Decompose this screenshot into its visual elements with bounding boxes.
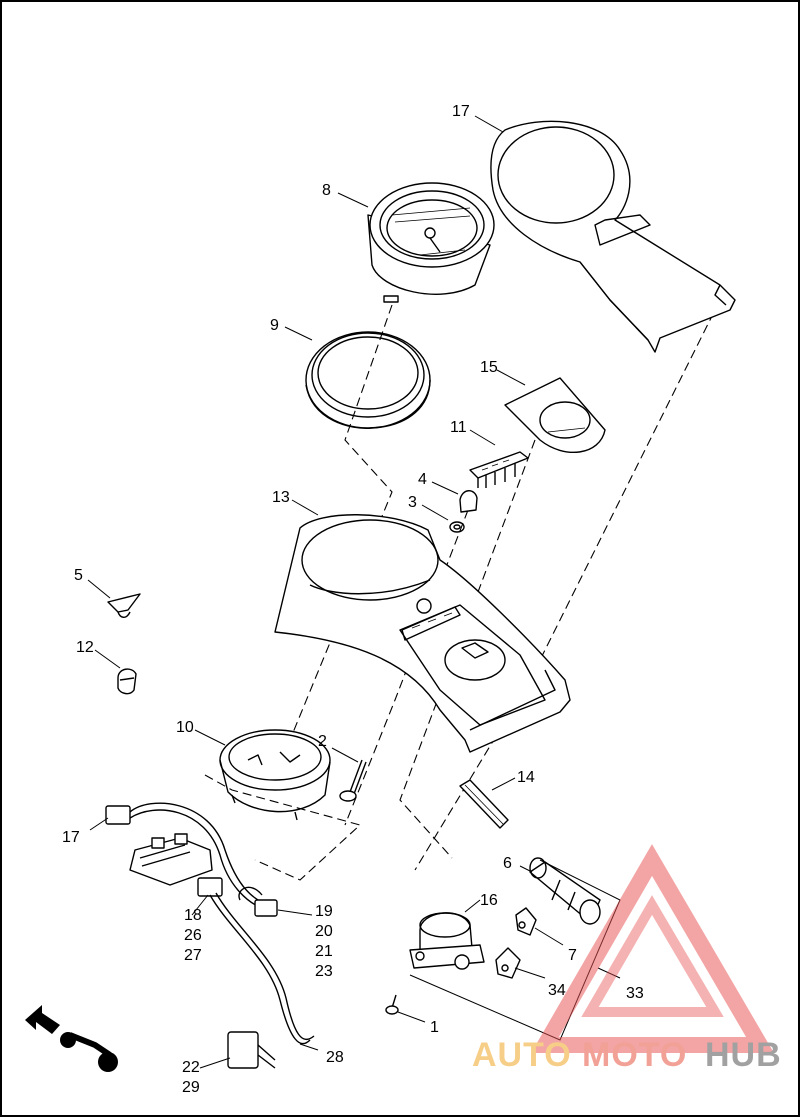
part-8-speedometer [367,182,495,303]
callout-4: 4 [418,471,427,488]
front-direction-motorcycle-icon [25,1005,118,1072]
part-17-overlay-gasket [490,120,736,353]
part-11-indicator-lamp-strip [469,451,529,488]
part-3-washer [449,521,465,533]
callout-8: 8 [322,182,331,199]
callout-22: 19 [315,903,333,920]
callout-22-stack: 19 20 21 23 [315,903,333,980]
callout-28: 28 [326,1049,344,1066]
callouts: 17 8 9 15 11 4 3 13 5 12 10 2 14 6 16 7 … [62,103,644,1096]
part-9-ring-gasket [305,331,431,429]
callout-20: 26 [184,927,202,944]
callout-24: 22 [182,1059,200,1076]
callout-3: 3 [408,494,417,511]
callout-31: 23 [315,963,333,980]
part-13-console-housing [274,514,571,753]
watermark-text-moto: MOTO [582,1036,687,1074]
part-2-screw [339,759,367,802]
callout-29: 20 [315,923,333,940]
callout-12: 12 [76,639,94,656]
part-10-gauge-bracket [219,729,331,821]
part-7-key [515,907,537,936]
automotohub-watermark: AUTO MOTO HUB [472,844,782,1074]
callout-leaders [87,115,621,1069]
callout-6: 6 [503,855,512,872]
callout-19: 18 [184,907,202,924]
callout-5: 5 [74,567,83,584]
callout-9: 9 [270,317,279,334]
callout-2: 2 [318,733,327,750]
part-16-indicator-housing [409,912,485,970]
watermark-text-hub: HUB [705,1036,782,1074]
part-15-indicator-plate [504,377,606,454]
callout-7: 7 [568,947,577,964]
callout-25: 29 [182,1079,200,1096]
callout-14: 14 [517,769,535,786]
part-1-screw [385,994,399,1015]
part-5-clip [107,593,141,618]
callout-10: 10 [176,719,194,736]
callout-34: 34 [548,982,566,999]
callout-1: 1 [430,1019,439,1036]
part-34-key [495,947,521,979]
callout-16: 16 [480,892,498,909]
callout-33: 33 [626,985,644,1002]
callout-19-stack: 18 26 27 [184,907,202,964]
callout-18: 17 [62,829,80,846]
part-4-bulb [459,490,478,513]
part-6-ignition-switch [529,857,601,925]
watermark-text-auto: AUTO [472,1036,572,1074]
part-12-retainer-clip [117,668,137,695]
callout-17: 17 [452,103,470,120]
callout-18-stack: 17 [62,829,80,846]
callout-11: 11 [450,419,467,436]
part-14-lens [459,779,509,829]
callout-24-stack: 22 29 [182,1059,200,1096]
callout-13: 13 [272,489,290,506]
wiring-harness [105,802,315,1069]
callout-15: 15 [480,359,498,376]
callout-30: 21 [315,943,333,960]
callout-21: 27 [184,947,202,964]
